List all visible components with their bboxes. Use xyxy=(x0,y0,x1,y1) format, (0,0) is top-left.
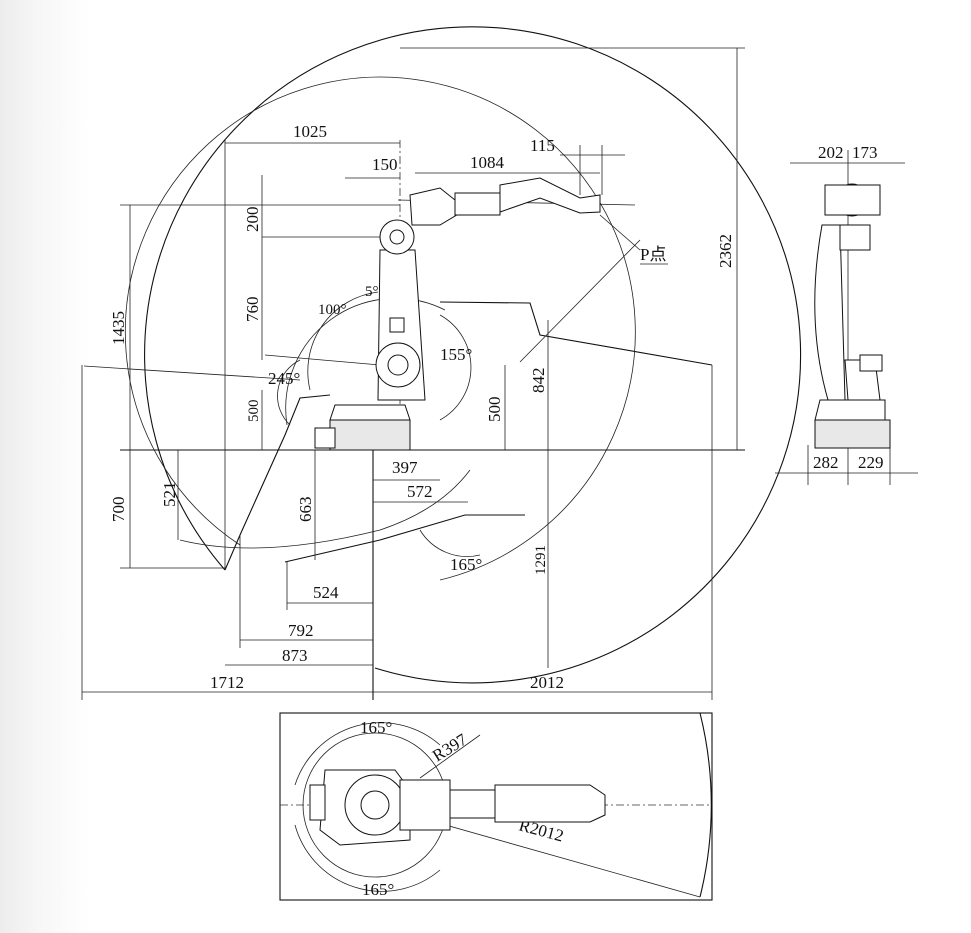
front-j3-housing xyxy=(839,224,871,251)
robot-front-body xyxy=(814,183,891,449)
arc-165-side xyxy=(419,529,481,557)
angle-100: 100° xyxy=(318,302,347,318)
top-angle-165-lower: 165° xyxy=(362,880,394,899)
dim-524: 524 xyxy=(313,583,339,602)
top-shoulder xyxy=(399,779,451,831)
angle-245: 245° xyxy=(268,369,300,388)
envelope-left-line2 xyxy=(264,354,381,366)
dim-200: 200 xyxy=(243,207,262,233)
envelope-boundary-right xyxy=(439,301,713,366)
robot-top-body xyxy=(309,769,606,846)
front-upper-housing xyxy=(824,184,881,216)
dim-572: 572 xyxy=(407,482,433,501)
envelope-boundary-left xyxy=(224,394,331,571)
envelope-diagonal xyxy=(519,239,641,363)
dim-521: 521 xyxy=(160,482,179,508)
arc-245 xyxy=(277,359,301,426)
dim-397: 397 xyxy=(392,458,418,477)
robot-side-body xyxy=(314,177,601,451)
front-base-plate xyxy=(814,419,891,449)
top-wrist xyxy=(494,784,606,823)
dim-2012: 2012 xyxy=(530,673,564,692)
envelope-inner-arc xyxy=(124,76,636,581)
dim-792: 792 xyxy=(288,621,314,640)
angle-155: 155° xyxy=(440,345,472,364)
robot-forearm xyxy=(454,192,501,216)
dim-115: 115 xyxy=(530,136,555,155)
dim-663: 663 xyxy=(296,497,315,523)
dim-842: 842 xyxy=(529,368,548,394)
dim-500-right: 500 xyxy=(485,397,504,423)
side-view: 1025 150 1084 115 2362 1435 700 521 200 … xyxy=(81,26,802,700)
envelope-lower-arc xyxy=(179,469,471,549)
dim-1712: 1712 xyxy=(210,673,244,692)
dim-202: 202 xyxy=(818,143,844,162)
top-arc-165-upper xyxy=(294,722,441,786)
dim-500-left: 500 xyxy=(246,400,262,423)
robot-j2-hub xyxy=(387,354,409,376)
robot-j3-hub xyxy=(389,229,405,245)
dim-282: 282 xyxy=(813,453,839,472)
front-motor xyxy=(859,354,883,372)
front-view: 202 173 282 229 xyxy=(775,143,918,485)
robot-j4-housing xyxy=(409,187,461,226)
dim-760: 760 xyxy=(243,297,262,323)
p-point-label: P点 xyxy=(640,245,666,264)
envelope-boundary-lower xyxy=(284,514,525,563)
robot-base-plate xyxy=(329,419,411,451)
robot-base-connector xyxy=(314,427,336,449)
envelope-outer-arc xyxy=(144,26,802,684)
arc-100 xyxy=(307,291,379,391)
front-lower-arm xyxy=(814,224,846,401)
arc-155 xyxy=(439,314,472,421)
dim-229: 229 xyxy=(858,453,884,472)
robot-wrist xyxy=(499,177,601,214)
dim-700: 700 xyxy=(109,497,128,523)
top-leader-r397 xyxy=(419,734,481,779)
dim-1084: 1084 xyxy=(470,153,505,172)
robot-base xyxy=(329,404,411,421)
dim-2362: 2362 xyxy=(716,234,735,268)
dim-1291: 1291 xyxy=(533,545,549,575)
angle-5: 5° xyxy=(365,284,379,300)
top-base-connector xyxy=(309,784,326,821)
top-arc-165-lower xyxy=(294,824,441,892)
dim-150: 150 xyxy=(372,155,398,174)
dim-1435: 1435 xyxy=(109,311,128,345)
angle-165-side: 165° xyxy=(450,555,482,574)
top-angle-165-upper: 165° xyxy=(360,718,392,737)
top-forearm xyxy=(449,789,496,819)
top-radius-r397: R397 xyxy=(429,729,471,765)
front-base xyxy=(814,399,886,421)
envelope-left-line xyxy=(83,365,301,381)
dim-1025: 1025 xyxy=(293,122,327,141)
robot-side-motor xyxy=(389,317,405,333)
top-view: 165° 165° R397 R2012 xyxy=(279,712,713,901)
top-turret-hub xyxy=(360,790,390,820)
top-envelope-arc xyxy=(699,712,712,898)
dim-873: 873 xyxy=(282,646,308,665)
p-point-leader xyxy=(599,214,641,251)
dim-173: 173 xyxy=(852,143,878,162)
